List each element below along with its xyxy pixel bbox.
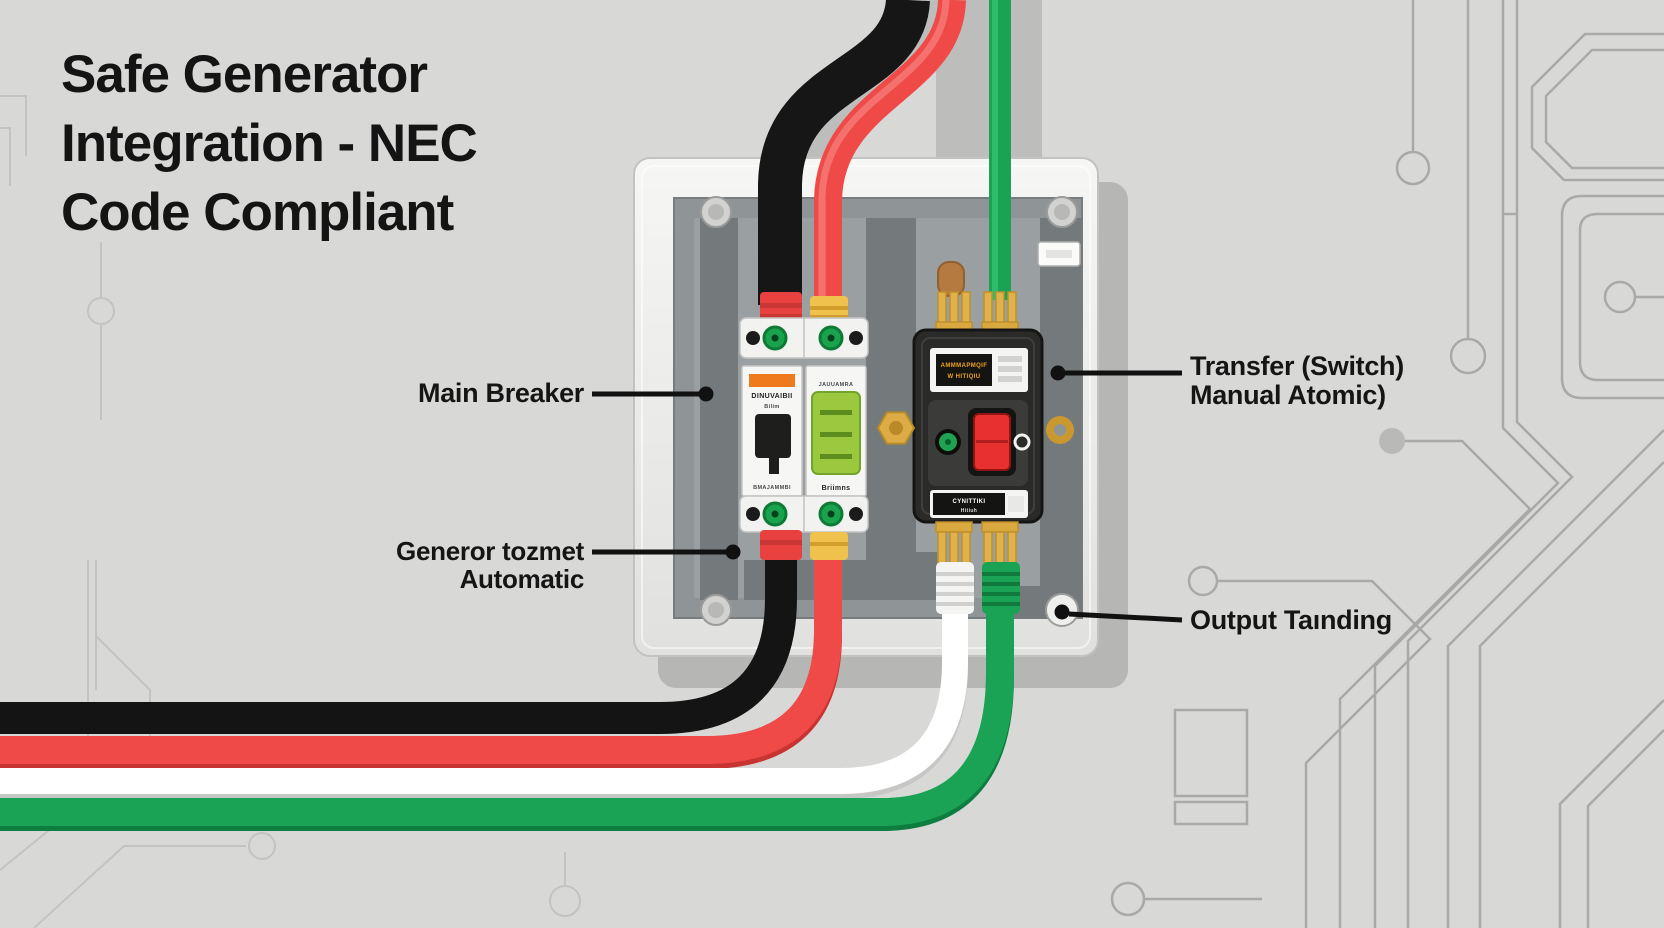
callout-generator: Generor tozmet Automatic — [284, 537, 584, 593]
yellow-terminal-group-top-right — [981, 291, 1019, 333]
breaker-rocker-green[interactable] — [811, 391, 861, 475]
yellow-terminal-group-top-left — [935, 291, 973, 333]
callout-output: Output Taınding — [1190, 606, 1392, 635]
transfer-display-line1: AMMMAPMQIF — [941, 363, 988, 369]
title-line-1: Safe Generator — [61, 45, 428, 104]
transfer-display: AMMMAPMQIF W HITIQIU — [930, 348, 1028, 392]
green-terminal-icon — [818, 325, 844, 351]
panel-screws — [700, 196, 1079, 627]
circuit-pattern-right — [1110, 0, 1664, 928]
red-wire-bottom — [0, 545, 842, 764]
utility-wire-red — [814, 0, 966, 305]
terminal-dot — [849, 507, 863, 521]
callout-generator-line1: Generor tozmet — [396, 536, 584, 566]
title-line-2: Integration - NEC — [61, 114, 478, 173]
breaker-module-left: DINUVAIBII Bilim BMAJAMMBI — [741, 365, 803, 497]
transfer-switch: AMMMAPMQIF W HITIQIU CYNITTIKI Hitiuh — [876, 261, 1074, 614]
utility-wire-black — [758, 0, 930, 305]
panel-frame-highlight — [641, 165, 1091, 649]
main-breaker-assembly: DINUVAIBII Bilim BMAJAMMBI JAUUAMRA Brii… — [739, 292, 869, 560]
hex-nut-icon — [876, 411, 916, 445]
green-terminal-icon — [762, 325, 788, 351]
breaker-toggle[interactable] — [755, 414, 791, 458]
transfer-bottom-line2: Hitiuh — [961, 508, 978, 514]
black-wire-bottom — [0, 540, 797, 734]
screw-top-left-icon — [700, 196, 732, 228]
callout-output-text: Output Taınding — [1190, 605, 1392, 635]
transfer-bottom-line1: CYNITTIKI — [953, 499, 986, 505]
yellow-sleeve-bottom — [810, 532, 848, 560]
title-line-3: Code Compliant — [61, 183, 454, 242]
breaker-left-label-1: DINUVAIBII — [751, 393, 792, 400]
copper-lug — [937, 261, 965, 297]
callout-generator-line2: Automatic — [459, 564, 585, 594]
callout-main-breaker-text: Main Breaker — [418, 378, 584, 408]
callout-transfer-line2: Manual Atomic) — [1190, 380, 1386, 410]
panel-label-chip — [1037, 241, 1081, 267]
green-wire-bottom — [0, 610, 1014, 826]
leader-generator — [592, 544, 741, 560]
green-terminal-icon — [818, 501, 844, 527]
leader-lines — [592, 365, 1183, 623]
transfer-display-line2: W HITIQIU — [948, 374, 981, 380]
orange-stripe — [749, 374, 795, 387]
breaker-right-label-2: Briimns — [822, 485, 851, 492]
terminal-dot — [746, 507, 760, 521]
breaker-left-label-3: BMAJAMMBI — [753, 485, 791, 491]
green-terminal-icon — [762, 501, 788, 527]
breaker-right-label-1: JAUUAMRA — [819, 382, 854, 388]
white-ribbed-connector — [936, 562, 974, 614]
callout-transfer-line1: Transfer (Switch) — [1190, 351, 1404, 381]
callout-transfer-switch: Transfer (Switch) Manual Atomic) — [1190, 352, 1404, 410]
terminal-dot — [849, 331, 863, 345]
leader-transfer-switch — [1050, 365, 1182, 381]
wires — [0, 0, 1014, 831]
red-rocker-switch[interactable] — [968, 408, 1016, 476]
screw-top-right-icon — [1046, 196, 1078, 228]
green-ribbed-connector — [982, 562, 1020, 614]
yellow-terminal-group-bottom-left — [935, 521, 973, 565]
page-title: Safe Generator Integration - NEC Code Co… — [61, 40, 478, 247]
terminal-dot — [746, 331, 760, 345]
washer-icon — [1046, 416, 1074, 444]
white-ring-indicator-icon — [1013, 433, 1031, 451]
transfer-control-panel — [928, 400, 1031, 486]
transfer-bottom-label: CYNITTIKI Hitiuh — [930, 490, 1028, 518]
breaker-module-right: JAUUAMRA Briimns — [805, 365, 867, 497]
breaker-left-label-2: Bilim — [764, 404, 779, 410]
leader-main-breaker — [592, 386, 714, 402]
green-indicator-icon — [935, 429, 961, 455]
breaker-toggle-stem — [769, 458, 779, 474]
circuit-pattern-left — [0, 95, 581, 928]
white-wire-bottom — [0, 610, 968, 794]
callout-main-breaker: Main Breaker — [334, 379, 584, 408]
leader-output — [1054, 604, 1183, 623]
screw-bottom-left-icon — [700, 594, 732, 626]
utility-wire-red-highlight — [818, 0, 950, 300]
red-sleeve-bottom — [760, 530, 802, 560]
yellow-terminal-group-bottom-right — [981, 521, 1019, 565]
